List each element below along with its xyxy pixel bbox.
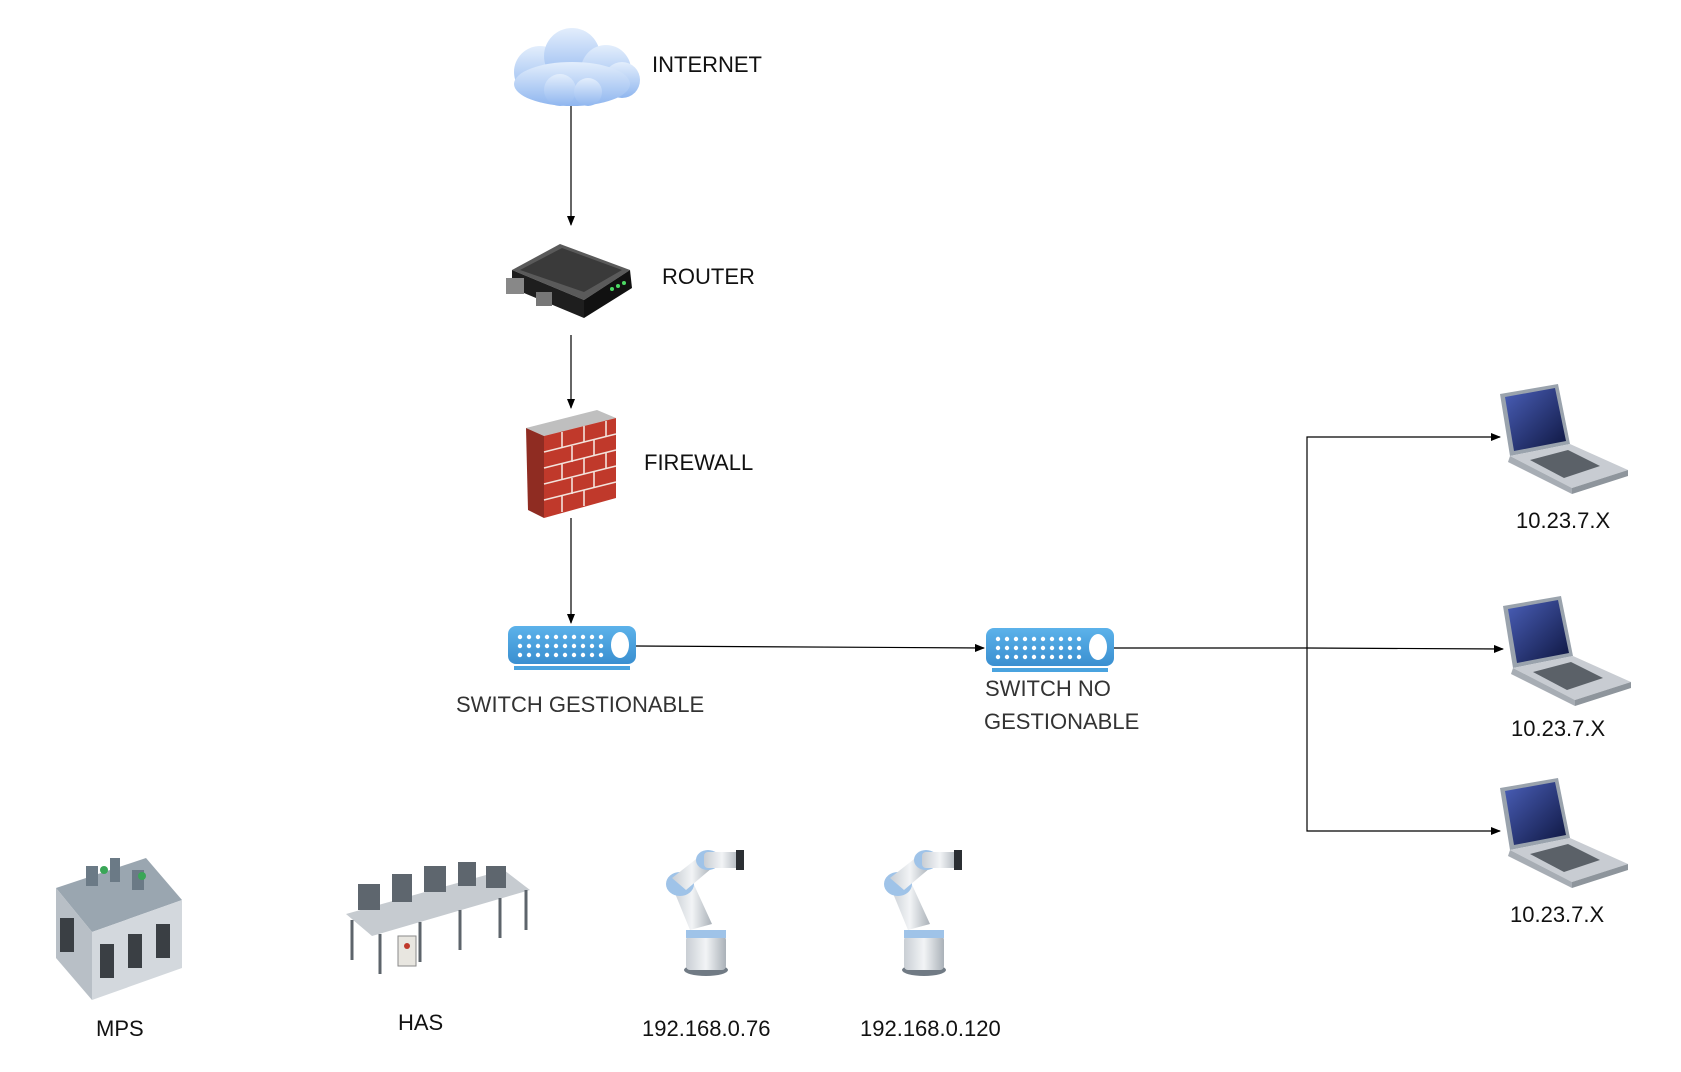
has-label: HAS — [398, 1010, 444, 1035]
edge-to-laptop-1 — [1306, 433, 1501, 648]
router-icon — [506, 244, 632, 318]
laptop-1-label: 10.23.7.X — [1516, 508, 1611, 533]
robot-1-label: 192.168.0.76 — [642, 1016, 771, 1041]
robot-arm-icon-1 — [666, 850, 744, 976]
laptop-icon-2 — [1503, 596, 1631, 706]
has-line-icon — [346, 862, 530, 974]
laptop-icon-3 — [1500, 778, 1628, 888]
switch-unmanaged-label-line1: SWITCH NO — [985, 676, 1111, 701]
switch-managed-icon — [508, 626, 636, 670]
mps-station-icon — [56, 858, 182, 1000]
cloud-icon — [514, 28, 640, 106]
robot-arm-icon-2 — [884, 850, 962, 976]
edge-to-laptop-3 — [1306, 648, 1501, 835]
laptop-2-label: 10.23.7.X — [1511, 716, 1606, 741]
switch-managed-label: SWITCH GESTIONABLE — [456, 692, 705, 717]
robot-2-label: 192.168.0.120 — [860, 1016, 1001, 1041]
router-label: ROUTER — [662, 264, 755, 289]
mps-label: MPS — [96, 1016, 144, 1041]
switch-unmanaged-label-line2: GESTIONABLE — [984, 709, 1140, 734]
firewall-label: FIREWALL — [644, 450, 754, 475]
laptop-icon-1 — [1500, 384, 1628, 494]
laptop-3-label: 10.23.7.X — [1510, 902, 1605, 927]
edges — [567, 105, 1504, 835]
internet-label: INTERNET — [652, 52, 762, 77]
edge-switch-managed-unmanaged — [635, 643, 985, 652]
firewall-icon — [526, 410, 617, 518]
switch-unmanaged-icon — [986, 628, 1114, 672]
edge-to-laptop-2 — [1306, 644, 1504, 653]
